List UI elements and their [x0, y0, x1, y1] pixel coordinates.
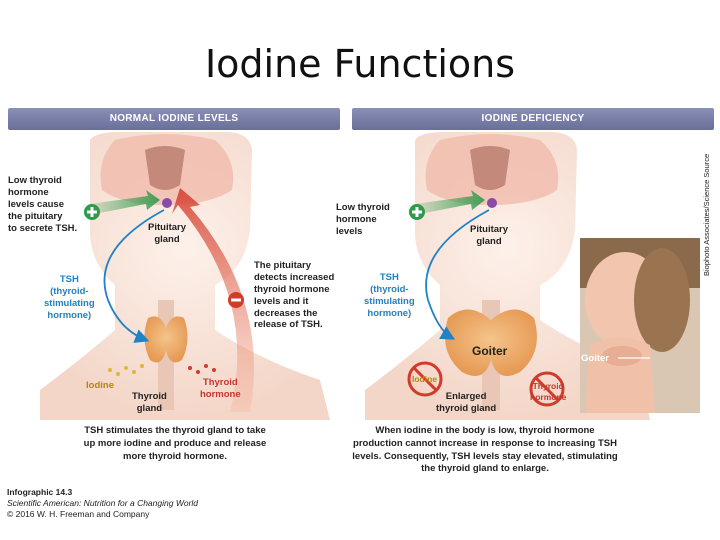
figure-credit: Infographic 14.3 Scientific American: Nu…: [7, 487, 199, 520]
normal-caption: TSH stimulates the thyroid gland to take…: [83, 425, 267, 462]
stimulus-arrow: [82, 190, 160, 216]
iodine-label-2: Iodine: [412, 374, 438, 384]
normal-header: NORMAL IODINE LEVELS: [8, 108, 340, 130]
stimulus-arrow-2: [407, 190, 485, 216]
deficiency-header: IODINE DEFICIENCY: [352, 108, 714, 130]
photo-credit: Biophoto Associates/Science Source: [702, 153, 711, 276]
goiter-label: Goiter: [472, 344, 508, 358]
tsh-arrow-2: [425, 209, 490, 340]
goiter-photo: [580, 238, 700, 413]
slide-title: Iodine Functions: [204, 42, 516, 86]
iodine-label: Iodine: [86, 380, 114, 391]
tsh-arrow: [103, 209, 165, 343]
deficiency-caption: When iodine in the body is low, thyroid …: [352, 425, 618, 475]
photo-goiter-label: Goiter: [581, 353, 609, 364]
